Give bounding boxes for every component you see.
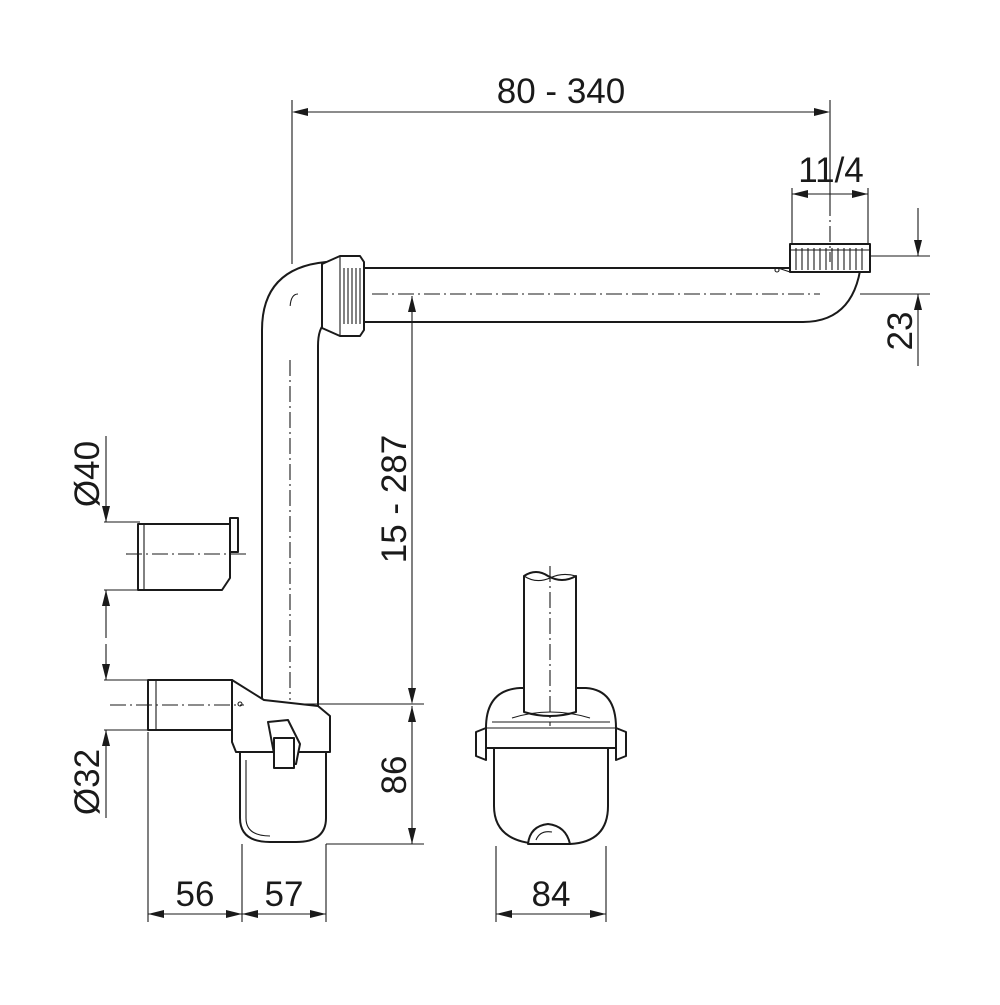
- label-diameter-upper: Ø40: [68, 441, 107, 507]
- dim-thread-size: [791, 188, 869, 244]
- label-outlet-offset: 23: [881, 312, 920, 351]
- label-trap-width: 84: [532, 875, 571, 914]
- label-diameter-lower: Ø32: [68, 749, 107, 815]
- label-trap-depth: 57: [265, 875, 304, 914]
- dim-horizontal-length: [291, 100, 831, 264]
- elbow-nut: [321, 255, 365, 337]
- pipe-vertical: [261, 261, 327, 707]
- dim-vertical-height: [300, 296, 424, 705]
- trap-body: [231, 679, 331, 753]
- dim-trap-width: [495, 846, 607, 922]
- trap-bowl: [239, 751, 327, 843]
- adapter-40: [126, 517, 246, 591]
- label-spigot-length: 56: [176, 875, 215, 914]
- label-trap-height: 86: [375, 756, 414, 795]
- label-horizontal-length: 80 - 340: [497, 72, 625, 111]
- dim-trap-height: [326, 706, 424, 845]
- pipe-assembly: [261, 200, 871, 707]
- label-vertical-height: 15 - 287: [375, 435, 414, 563]
- outlet-nut: [774, 243, 871, 273]
- dim-diameter-lower: [102, 644, 148, 818]
- dim-diameter-upper: [102, 436, 140, 638]
- label-thread-size: 11/4: [798, 151, 864, 190]
- dim-bottom-lengths: [147, 732, 327, 922]
- dim-outlet-offset: [860, 208, 930, 366]
- trap-front-view: [475, 566, 627, 845]
- trap-side-view: [110, 679, 331, 843]
